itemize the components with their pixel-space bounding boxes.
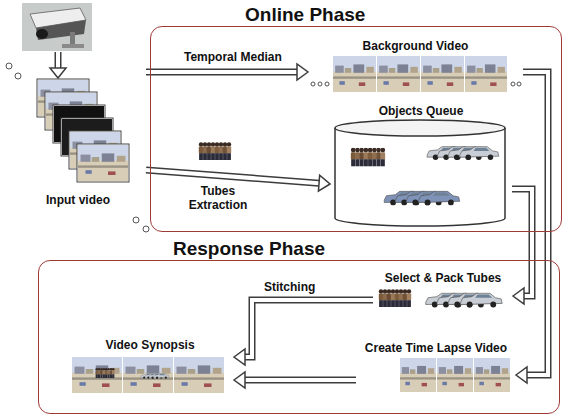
edge-label-holder: Tubes Extraction — [178, 184, 258, 212]
video-strip: Background Video — [308, 36, 523, 98]
background-strip — [311, 56, 521, 92]
cylinder-body — [335, 128, 505, 226]
camera-bracket — [62, 44, 84, 48]
arrow-shaft — [245, 300, 373, 357]
people-tube — [379, 289, 411, 307]
frame — [437, 358, 473, 392]
arrow-head — [513, 288, 524, 304]
camera-body — [36, 20, 86, 40]
flow-arrow — [234, 300, 373, 365]
arrow-head — [297, 64, 308, 80]
frame — [400, 358, 436, 392]
frame — [174, 357, 224, 393]
node-label: Input video — [44, 193, 112, 207]
edge-label-holder: Stitching — [262, 280, 317, 294]
cylinder-top — [335, 120, 505, 136]
car-tube — [427, 147, 499, 160]
input-frames — [37, 79, 129, 182]
photo-ground — [22, 3, 92, 51]
arrow-head — [318, 175, 330, 191]
people-overlay — [95, 368, 114, 378]
phase-region: Response PhaseSelect & Pack TubesCreate … — [38, 238, 560, 414]
dot — [311, 82, 315, 86]
arrow-shaft-inner — [512, 189, 532, 296]
dot — [15, 73, 21, 79]
edge-label-holder: Temporal Median — [182, 50, 284, 64]
arrow-shaft-inner — [245, 378, 356, 382]
phase-title: Online Phase — [245, 4, 365, 26]
node-label: Background Video — [361, 39, 471, 53]
edge-label: Temporal Median — [182, 50, 284, 64]
frame-border — [77, 144, 129, 182]
car-tube — [384, 191, 460, 205]
step-node: Select & Pack Tubes — [373, 268, 513, 316]
video-strip: Video Synopsis — [66, 335, 234, 397]
frame — [465, 56, 507, 92]
input-video: Input video — [28, 62, 146, 212]
arrow-shaft-inner — [146, 170, 319, 183]
dot — [143, 226, 149, 232]
frame — [474, 358, 510, 392]
frame — [78, 145, 128, 181]
people-tube — [351, 148, 385, 167]
arrow-shaft — [245, 377, 356, 384]
frame — [421, 56, 464, 92]
car-tube — [426, 293, 503, 307]
node-label: Create Time Lapse Video — [363, 341, 509, 355]
camera-photo — [22, 3, 92, 51]
dot — [318, 82, 322, 86]
edge-label: Tubes Extraction — [178, 184, 258, 212]
dot — [511, 82, 515, 86]
arrow-head — [516, 367, 527, 383]
queue-cylinder — [335, 120, 505, 226]
flow-arrow — [234, 372, 356, 388]
arrow-head — [234, 349, 245, 365]
arrow-shaft — [55, 52, 62, 68]
queue-cylinder-node: Objects Queue — [330, 99, 512, 229]
dot — [517, 82, 521, 86]
flow-arrow — [146, 64, 308, 80]
arrow-shaft — [146, 69, 297, 76]
frame — [377, 56, 420, 92]
arrow-head — [234, 372, 245, 388]
video-strip: Create Time Lapse Video — [356, 338, 516, 398]
frame — [123, 357, 173, 393]
frame — [72, 357, 122, 393]
frame — [333, 56, 376, 92]
car-overlay — [141, 374, 169, 379]
node-label: Video Synopsis — [103, 338, 196, 352]
camera-lens — [36, 29, 48, 39]
arrow-head — [50, 68, 66, 78]
arrow-shaft — [512, 189, 532, 296]
dot — [325, 82, 329, 86]
arrow-shaft — [146, 170, 319, 183]
people-tube — [199, 142, 231, 160]
edge-label: Stitching — [262, 280, 317, 294]
arrow-shaft-inner — [245, 300, 373, 357]
node-label: Select & Pack Tubes — [383, 271, 504, 285]
arrow-shaft-inner — [56, 51, 60, 69]
node-label: Objects Queue — [377, 104, 466, 118]
arrow-shaft-inner — [146, 70, 297, 74]
phase-title: Response Phase — [173, 238, 325, 260]
dot — [6, 63, 12, 69]
flow-arrow — [512, 189, 532, 304]
dot — [133, 217, 139, 223]
